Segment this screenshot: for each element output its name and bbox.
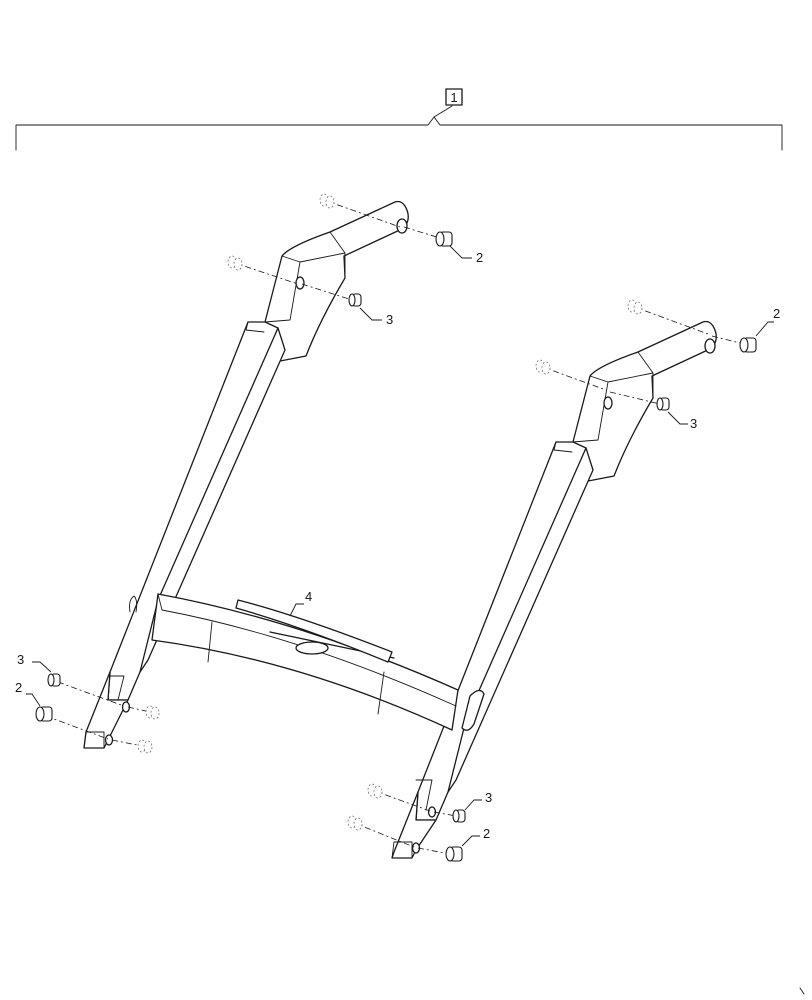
callout-bushing-bottom-left: 2 (15, 680, 22, 695)
pin-part (452, 809, 466, 823)
hardware-bottom-right: 3 2 (347, 783, 492, 862)
decal-callout: 4 (289, 589, 312, 617)
callout-pin-top-right: 3 (690, 416, 697, 431)
assembly-item-label: 1 (450, 90, 457, 105)
decal (235, 599, 393, 663)
bushing-part (445, 846, 463, 862)
callout-bushing-top-left: 2 (476, 250, 483, 265)
callout-bushing-bottom-right: 2 (483, 826, 490, 841)
callout-pin-top-left: 3 (386, 312, 393, 327)
callout-decal: 4 (305, 589, 312, 604)
callout-pin-bottom-left: 3 (17, 652, 24, 667)
pin-part (656, 397, 670, 411)
left-loader-arm (83, 200, 409, 749)
bushing-part (435, 231, 453, 247)
hardware-top-left: 2 3 (227, 193, 483, 327)
cross-tube (151, 593, 459, 731)
right-loader-arm (391, 320, 717, 859)
pin-part (348, 293, 362, 307)
hardware-top-right: 2 3 (535, 299, 780, 431)
bushing-part (35, 706, 53, 722)
callout-pin-bottom-right: 3 (485, 790, 492, 805)
hardware-bottom-left: 3 2 (15, 652, 160, 754)
pin-part (47, 673, 61, 687)
assembly-bracket: 1 (15, 88, 783, 151)
callout-bushing-top-right: 2 (773, 306, 780, 321)
assembly-item-box (445, 88, 463, 106)
bushing-part (739, 337, 757, 353)
